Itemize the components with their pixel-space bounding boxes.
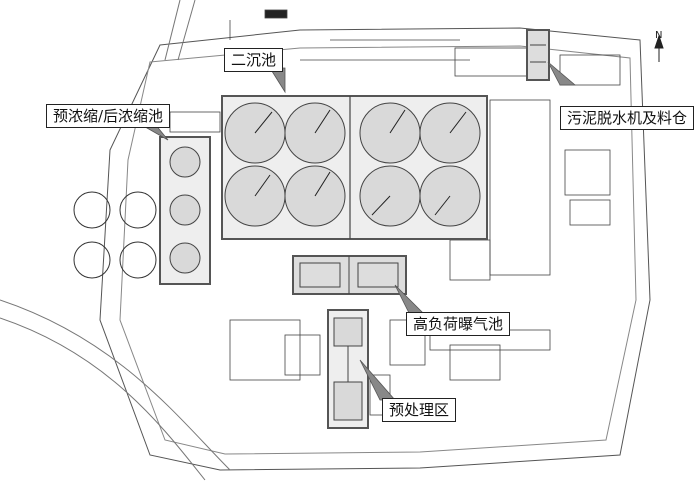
callout-high-load-aeration: 高负荷曝气池 [406, 312, 511, 336]
north-arrow-icon [654, 34, 664, 62]
secondary-clarifier-block [221, 95, 488, 240]
pretreatment-block [327, 309, 369, 429]
site-boundary [0, 0, 651, 481]
callout-sludge-dewatering: 污泥脱水机及料仓 [560, 106, 695, 130]
north-label: N [655, 30, 663, 41]
high-load-aeration-block [292, 255, 407, 295]
callout-thickening: 预浓缩/后浓缩池 [46, 104, 171, 128]
callout-leaders [138, 61, 577, 401]
sludge-dewatering-block [526, 29, 550, 81]
callout-secondary-clarifier: 二沉池 [224, 48, 284, 72]
digester-tanks [73, 191, 157, 279]
thickening-block [159, 136, 211, 285]
callout-pretreatment: 预处理区 [382, 398, 457, 422]
misc-buildings [169, 9, 621, 416]
